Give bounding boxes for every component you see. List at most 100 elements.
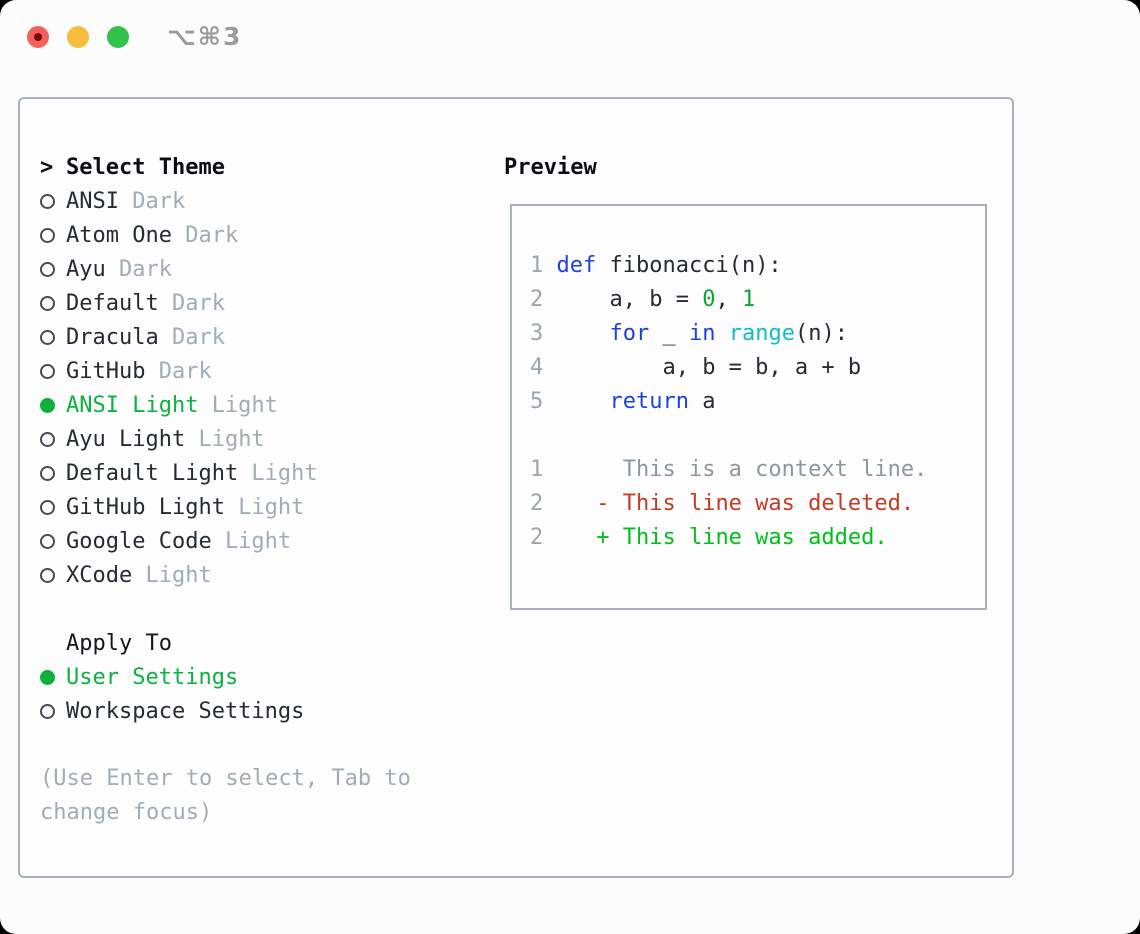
code-segment: range (728, 321, 795, 346)
code-line: 4 a, b = b, a + b (530, 355, 985, 389)
cursor-marker: > (40, 155, 66, 180)
radio-marker (40, 397, 66, 413)
theme-variant-tag: Dark (132, 188, 186, 214)
line-number: 4 (530, 355, 557, 380)
spacer (40, 592, 486, 626)
apply-option[interactable]: User Settings (40, 660, 486, 694)
radio-marker (40, 567, 66, 583)
radio-unselected-icon (40, 363, 55, 379)
apply-option-name: User Settings (66, 664, 239, 690)
theme-name: ANSI (66, 188, 119, 214)
code-segment (557, 321, 610, 346)
radio-unselected-icon (40, 261, 55, 277)
radio-unselected-icon (40, 295, 55, 311)
radio-marker (40, 193, 66, 209)
code-segment: - This line was deleted. (556, 491, 915, 516)
line-number: 2 (530, 491, 557, 516)
code-line: 3 for _ in range(n): (530, 321, 985, 355)
theme-variant-tag: Dark (171, 324, 225, 350)
zoom-button[interactable] (107, 26, 129, 48)
radio-unselected-icon (40, 499, 55, 515)
radio-unselected-icon (40, 533, 55, 549)
code-line: 2 a, b = 0, 1 (530, 287, 985, 321)
line-number: 2 (530, 287, 557, 312)
radio-selected-icon (40, 397, 55, 413)
preview-header: Preview (504, 150, 597, 184)
radio-marker (40, 431, 66, 447)
radio-unselected-icon (40, 431, 55, 447)
theme-variant-tag: Light (224, 528, 292, 554)
radio-marker (40, 533, 66, 549)
code-segment: return (609, 389, 689, 414)
code-segment: fibonacci(n): (596, 253, 782, 278)
theme-name: Dracula (66, 324, 159, 350)
radio-unselected-icon (40, 193, 55, 209)
preview-title: Preview (504, 154, 597, 180)
line-number: 2 (530, 525, 557, 550)
radio-unselected-icon (40, 465, 55, 481)
apply-to-header: Apply To (40, 626, 486, 660)
radio-unselected-icon (40, 329, 55, 345)
theme-variant-tag: Light (145, 562, 212, 588)
code-segment: + This line was added. (556, 525, 888, 550)
code-line (530, 423, 985, 457)
radio-marker (40, 329, 66, 345)
code-segment: a, b = (556, 287, 703, 312)
theme-variant-tag: Light (198, 426, 265, 452)
theme-option[interactable]: Default Dark (40, 286, 486, 320)
close-button[interactable] (27, 26, 49, 48)
theme-option[interactable]: GitHub Light Light (40, 490, 486, 524)
code-segment: This is a context line. (556, 457, 928, 482)
theme-name: Default (66, 290, 159, 316)
line-number: 3 (530, 321, 557, 346)
code-line: 2 + This line was added. (530, 525, 985, 559)
theme-name: Ayu Light (66, 426, 186, 452)
code-line: 2 - This line was deleted. (530, 491, 985, 525)
theme-option[interactable]: ANSI Dark (40, 184, 486, 218)
code-segment (557, 389, 610, 414)
theme-option[interactable]: Google Code Light (40, 524, 486, 558)
theme-name: GitHub Light (66, 494, 225, 520)
theme-name: Default Light (66, 460, 239, 486)
code-line: 5 return a (530, 389, 985, 423)
theme-name: XCode (66, 562, 133, 588)
theme-name: Ayu (66, 256, 106, 282)
theme-name: ANSI Light (66, 392, 199, 418)
theme-option[interactable]: Default Light Light (40, 456, 486, 490)
theme-name: Google Code (66, 528, 212, 554)
theme-variant-tag: Dark (158, 358, 212, 384)
theme-option[interactable]: Ayu Light Light (40, 422, 486, 456)
radio-marker (40, 669, 66, 685)
theme-option[interactable]: XCode Light (40, 558, 486, 592)
apply-option[interactable]: Workspace Settings (40, 694, 486, 728)
minimize-button[interactable] (67, 26, 89, 48)
radio-marker (40, 499, 66, 515)
theme-variant-tag: Dark (171, 290, 225, 316)
close-button-dot-icon (34, 33, 42, 41)
code-segment: a (688, 389, 716, 414)
theme-variant-tag: Light (238, 494, 305, 520)
code-segment: for (609, 321, 650, 346)
radio-unselected-icon (40, 227, 55, 243)
theme-variant-tag: Dark (185, 222, 239, 248)
spacer (40, 728, 486, 762)
theme-variant-tag: Light (251, 460, 318, 486)
radio-marker (40, 363, 66, 379)
radio-marker (40, 465, 66, 481)
code-segment (715, 321, 728, 346)
theme-option[interactable]: Dracula Dark (40, 320, 486, 354)
radio-unselected-icon (40, 567, 55, 583)
code-segment: _ (649, 321, 689, 346)
code-segment: 1 (741, 287, 756, 312)
line-number: 5 (530, 389, 557, 414)
apply-option-name: Workspace Settings (66, 698, 305, 724)
